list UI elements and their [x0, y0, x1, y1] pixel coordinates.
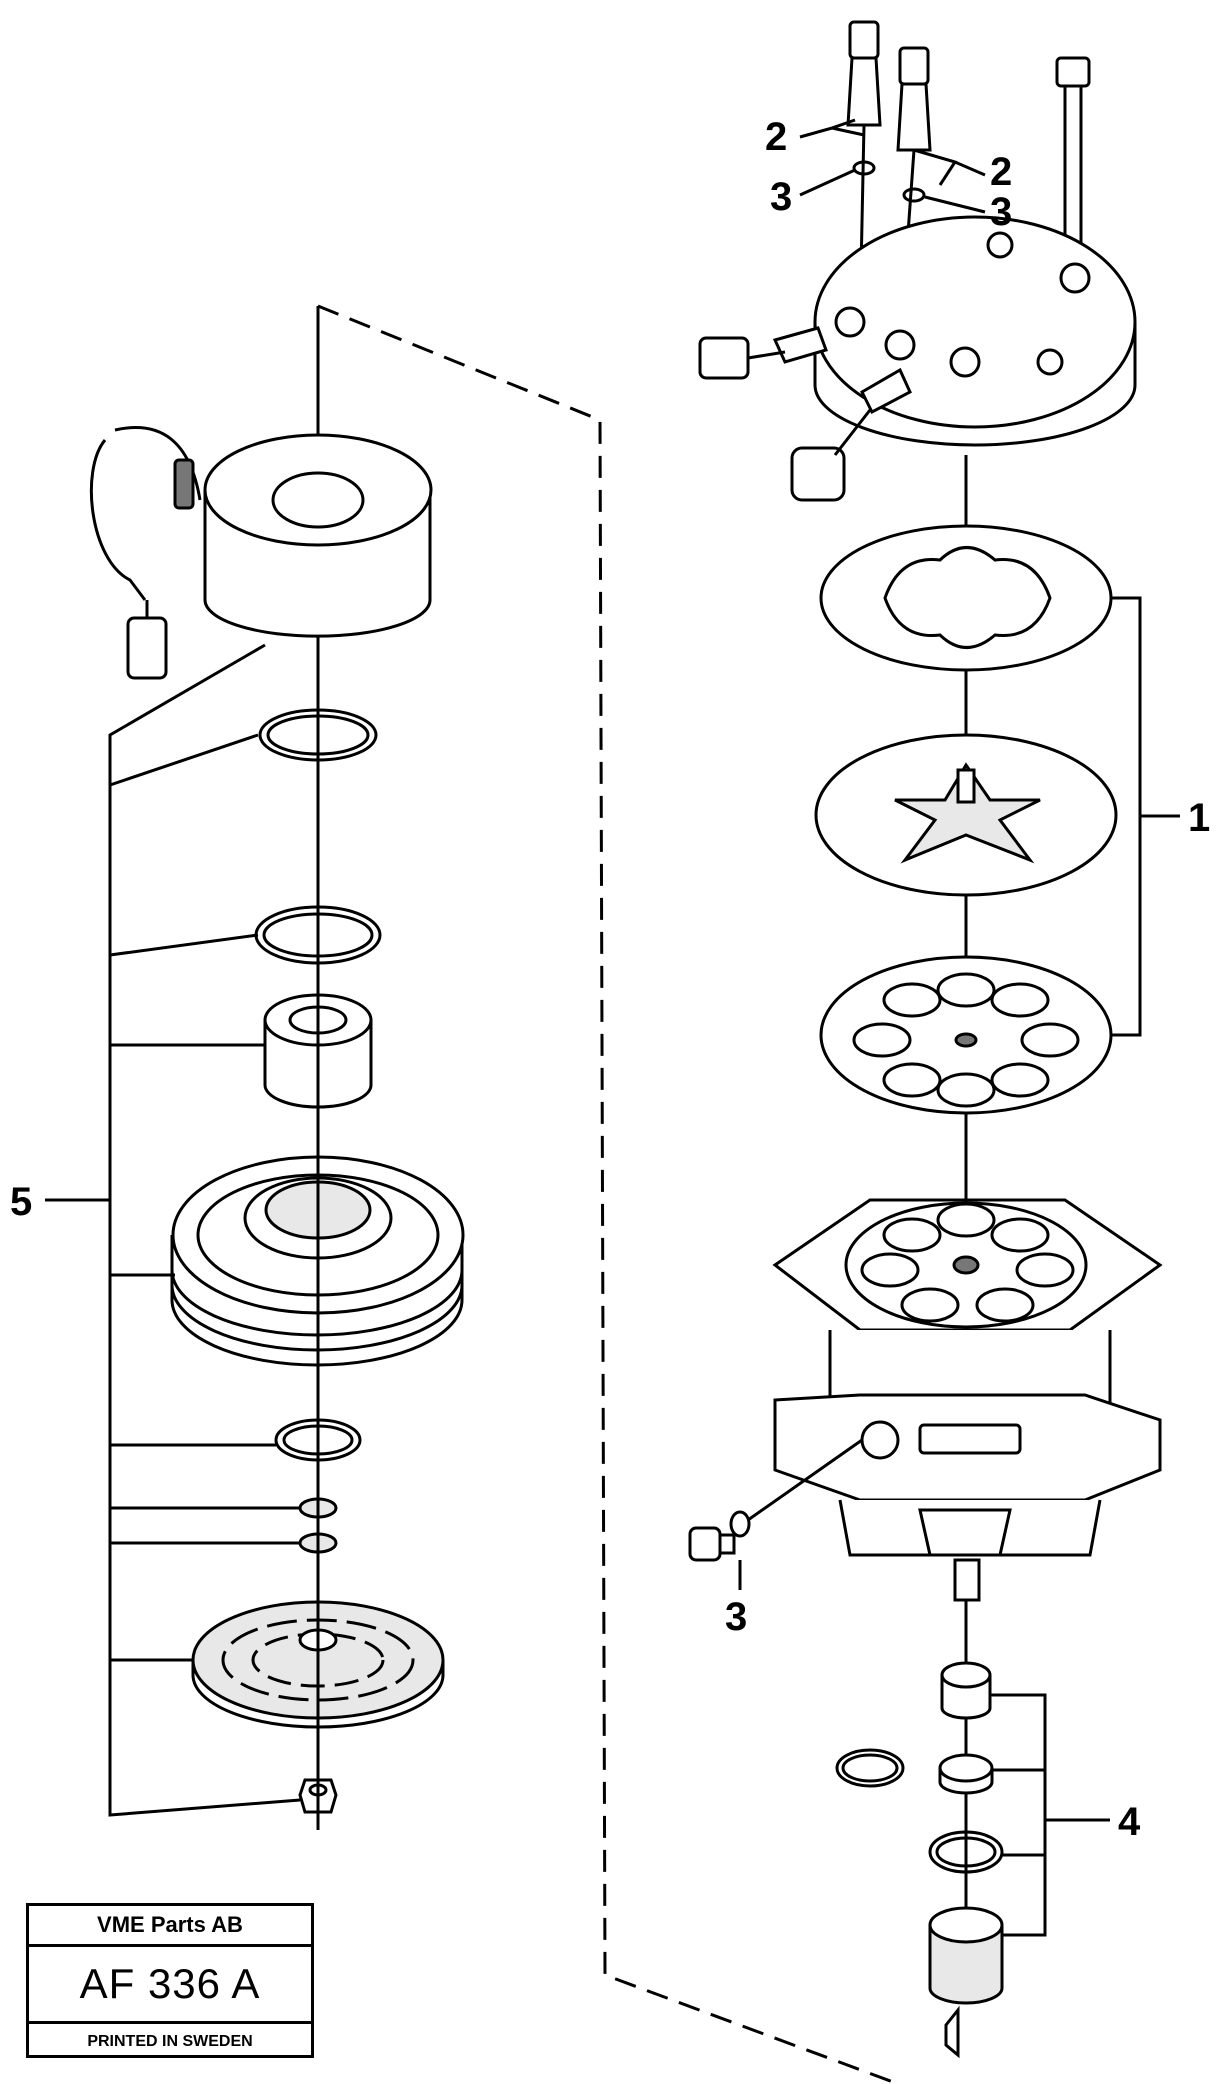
- gasket: [819, 524, 1113, 672]
- compressor-body: [772, 1198, 1163, 1602]
- leader-lines-2-3: [738, 118, 986, 1590]
- valve-plate: [814, 733, 1118, 897]
- leader-bracket-5: [45, 643, 301, 1817]
- title-block: VME Parts AB AF 336 A PRINTED IN SWEDEN: [26, 1903, 314, 2058]
- callout-3c: 3: [725, 1595, 747, 1639]
- magnetic-coil: [89, 426, 433, 680]
- callout-2a: 2: [765, 115, 787, 159]
- leader-bracket-4: [990, 1693, 1110, 1937]
- callout-1: 1: [1188, 796, 1210, 840]
- service-valves: [846, 20, 932, 346]
- reed-plate: [819, 955, 1113, 1115]
- company-name: VME Parts AB: [29, 1906, 311, 1947]
- callout-3a: 3: [770, 175, 792, 219]
- drawing-code: AF 336 A: [29, 1947, 311, 2024]
- callout-5: 5: [10, 1180, 32, 1224]
- callout-2b: 2: [990, 150, 1012, 194]
- shaft-seal-kit: [835, 1661, 1004, 2059]
- cylinder-head: [698, 215, 1137, 502]
- drain-plug: [688, 1438, 863, 1562]
- dashed-connection-line: [317, 304, 903, 2084]
- callout-4: 4: [1118, 1800, 1141, 1844]
- callout-3b: 3: [990, 190, 1012, 234]
- leader-bracket-1: [1110, 596, 1180, 1037]
- printed-note: PRINTED IN SWEDEN: [87, 2033, 253, 2050]
